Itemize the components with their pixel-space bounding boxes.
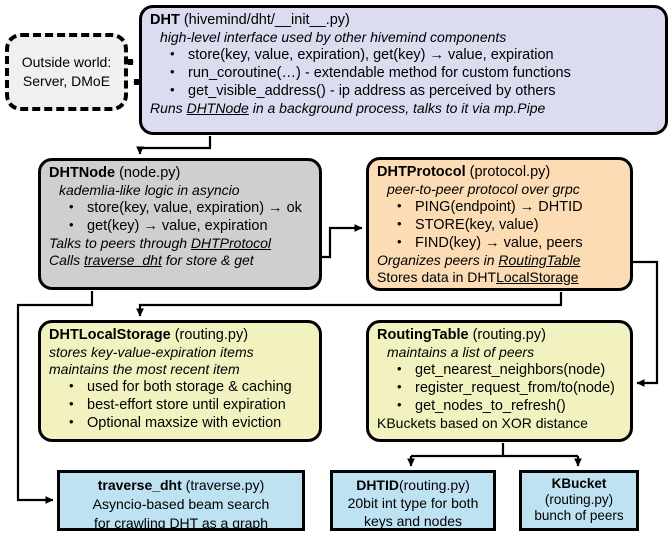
node-routingtable[interactable]: RoutingTable (routing.py) maintains a li… [366,320,633,442]
node-dht[interactable]: DHT (hivemind/dht/__init__.py) high-leve… [139,5,668,135]
routing-bullet-1: register_request_from/to(node) [397,378,624,397]
routing-name: RoutingTable [377,327,469,343]
dhtnode-bullets: store(key, value, expiration) → ok get(k… [49,198,313,235]
dht-bullet-0: store(key, value, expiration), get(key) … [170,45,659,64]
routing-bullets: get_nearest_neighbors(node) register_req… [377,360,624,415]
kbucket-title: KBucket [524,476,634,492]
dhtid-line-1: 20bit int type for both [347,495,479,511]
storage-bullets: used for both storage & caching best-eff… [49,377,313,432]
traverse-name: traverse_dht [97,477,182,493]
dht-footer-link-dhtnode[interactable]: DHTNode [186,100,249,116]
node-traverse-dht[interactable]: traverse_dht (traverse.py) Asyncio-based… [57,470,305,531]
dhtnode-bullet-1: get(key) → value, expiration [69,216,313,235]
node-dhtlocalstorage[interactable]: DHTLocalStorage (routing.py) stores key-… [38,320,322,442]
dhtnode-subtitle: kademlia-like logic in asyncio [59,182,240,198]
dhtid-name: DHTID [356,477,399,493]
protocol-bullet-2: FIND(key) → value, peers [397,233,624,252]
dht-title: DHT (hivemind/dht/__init__.py) [150,12,659,29]
traverse-title: traverse_dht (traverse.py) [62,476,300,495]
protocol-bullet-1: STORE(key, value) [397,215,624,234]
routing-bullet-0: get_nearest_neighbors(node) [397,360,624,379]
dhtnode-file: (node.py) [115,165,181,181]
storage-bullet-1: best-effort store until expiration [69,395,313,414]
dhtnode-footer2-pre: Calls [49,252,85,268]
dht-bullet-2: get_visible_address() - ip address as pe… [170,81,659,100]
dht-file: (hivemind/dht/__init__.py) [179,12,350,28]
kbucket-file: (routing.py) [544,492,614,507]
protocol-footer-2: Stores data in DHTLocalStorage [377,269,624,286]
dht-footer: Runs DHTNode in a background process, ta… [150,100,659,117]
dhtid-file: (routing.py) [398,477,470,493]
storage-title: DHTLocalStorage (routing.py) [49,327,313,344]
kbucket-line-1: bunch of peers [534,508,624,523]
dht-footer-post: in a background process, talks to it via… [248,100,546,116]
outside-world-text: Outside world: Server, DMoE [22,53,111,91]
routing-subtitle: maintains a list of peers [387,344,535,360]
routing-file: (routing.py) [468,327,546,343]
storage-file: (routing.py) [170,327,249,343]
edge-protocol-to-storage [136,292,563,317]
dht-footer-pre: Runs [150,100,187,116]
dhtnode-name: DHTNode [49,165,116,181]
protocol-footer-1: Organizes peers in RoutingTable [377,252,624,269]
dhtnode-bullet-0: store(key, value, expiration) → ok [69,198,313,217]
dht-bullet-1: run_coroutine(…) - extendable method for… [170,63,659,82]
node-dhtnode[interactable]: DHTNode (node.py) kademlia-like logic in… [38,158,322,290]
protocol-footer1-pre: Organizes peers in [377,252,499,268]
edge-dht-to-dhtnode [136,136,212,155]
node-dhtid[interactable]: DHTID(routing.py) 20bit int type for bot… [330,470,496,531]
dhtid-title: DHTID(routing.py) [335,476,491,494]
outside-world-line1: Outside world: [21,54,112,70]
protocol-link-routingtable[interactable]: RoutingTable [498,252,581,268]
storage-subtitle-2: maintains the most recent item [49,361,240,377]
protocol-title: DHTProtocol (protocol.py) [377,164,624,181]
storage-subtitle-1: stores key-value-expiration items [49,344,254,360]
routing-footer: KBuckets based on XOR distance [377,415,588,431]
protocol-bullets: PING(endpoint) → DHTID STORE(key, value)… [377,197,624,252]
node-kbucket[interactable]: KBucket (routing.py) bunch of peers [519,470,639,531]
traverse-line-2: for crawling DHT as a graph [93,515,269,531]
edge-routing-to-leaves [407,443,582,467]
dhtnode-footer2-post: for store & get [161,252,254,268]
dht-subtitle: high-level interface used by other hivem… [160,29,507,45]
dhtnode-title: DHTNode (node.py) [49,165,313,182]
routing-title: RoutingTable (routing.py) [377,327,624,344]
storage-name: DHTLocalStorage [49,327,171,343]
kbucket-name: KBucket [551,476,607,491]
routing-bullet-2: get_nodes_to_refresh() [397,396,624,415]
dhtnode-footer1-pre: Talks to peers through [49,235,191,251]
protocol-link-localstorage[interactable]: LocalStorage [496,269,579,285]
dhtnode-footer-2: Calls traverse_dht for store & get [49,252,313,269]
protocol-footer2-pre: Stores data in DHT [377,269,497,285]
dhtid-line-2: keys and nodes [363,513,463,529]
storage-bullet-0: used for both storage & caching [69,377,313,396]
dhtnode-link-traverse-dht[interactable]: traverse_dht [84,252,162,268]
dhtnode-footer-1: Talks to peers through DHTProtocol [49,235,313,252]
protocol-bullet-0: PING(endpoint) → DHTID [397,197,624,216]
node-dhtprotocol[interactable]: DHTProtocol (protocol.py) peer-to-peer p… [366,157,633,291]
dht-bullets: store(key, value, expiration), get(key) … [150,45,659,100]
node-outside-world[interactable]: Outside world: Server, DMoE [5,33,128,111]
protocol-name: DHTProtocol [377,164,466,180]
storage-bullet-2: Optional maxsize with eviction [69,413,313,432]
traverse-file: (traverse.py) [181,477,265,493]
dhtnode-link-dhtprotocol[interactable]: DHTProtocol [190,235,272,251]
outside-world-line2: Server, DMoE [22,73,111,89]
protocol-file: (protocol.py) [465,164,551,180]
traverse-line-1: Asyncio-based beam search [92,496,270,512]
protocol-subtitle: peer-to-peer protocol over grpc [387,181,580,197]
dht-name: DHT [150,12,180,28]
